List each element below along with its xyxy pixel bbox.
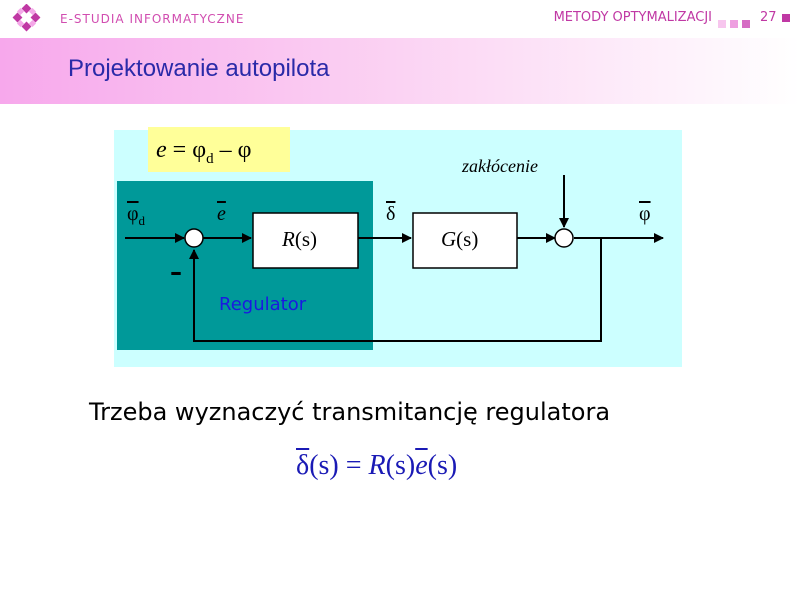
page-progress-squares xyxy=(718,13,754,32)
controller-label: R(s) xyxy=(282,227,317,251)
brand-name: E-STUDIA INFORMATYCZNE xyxy=(60,12,245,26)
summing-junction-input xyxy=(184,228,204,248)
error-equation-box xyxy=(148,127,290,172)
title-band xyxy=(0,38,800,104)
plant-block xyxy=(412,212,518,269)
input-label: φd xyxy=(127,203,146,228)
controller-block xyxy=(252,212,359,269)
page-square-icon xyxy=(782,14,790,22)
regulator-label: Regulator xyxy=(219,294,307,315)
disturbance-label: zakłócenie xyxy=(462,156,538,176)
feedback-line xyxy=(189,238,602,342)
regulator-formula: δ(s) = R(s)e(s) xyxy=(296,450,458,481)
error-equation: e = φd – φ xyxy=(156,137,252,167)
course-title: METODY OPTYMALIZACJI xyxy=(553,10,712,25)
page-number: 27 xyxy=(760,10,777,25)
diamond-grid-logo-icon xyxy=(12,4,41,32)
feedback-sign: – xyxy=(170,258,182,286)
plant-label: G(s) xyxy=(441,227,479,251)
error-label: e xyxy=(217,203,226,225)
output-label: φ xyxy=(639,203,651,225)
statement-text: Trzeba wyznaczyć transmitancję regulator… xyxy=(89,398,611,426)
control-label: δ xyxy=(386,203,396,225)
slide-title: Projektowanie autopilota xyxy=(68,55,330,82)
summing-junction-disturbance xyxy=(554,228,574,248)
